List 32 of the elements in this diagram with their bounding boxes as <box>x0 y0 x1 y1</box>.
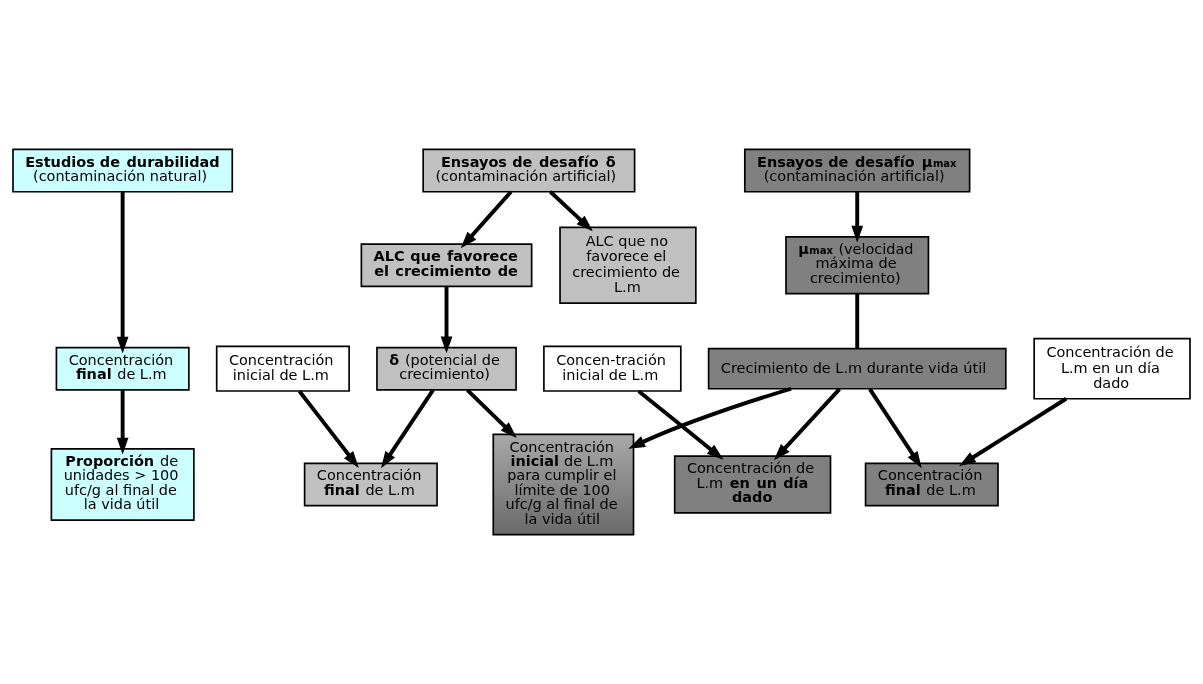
arrow <box>959 397 1068 467</box>
node-box: δ (potencial de crecimiento) <box>376 346 517 391</box>
arrow <box>440 286 453 354</box>
node-box: Crecimiento de L.m durante vida útil <box>707 347 1007 390</box>
node-box: Concen-tración inicial de L.m <box>543 345 682 392</box>
arrow <box>773 387 841 461</box>
node-box: Estudios de durabilidad (contaminación natural) <box>12 148 234 193</box>
node-box: μmax (velocidad máxima de crecimiento) <box>785 236 930 295</box>
arrow <box>116 191 129 354</box>
connector <box>855 294 860 349</box>
node-box: Concentración inicial de L.m para cumplir el límite de 100 ufc/g al final de la vida útil <box>492 433 635 536</box>
node-box: ALC que favorece el crecimiento de <box>360 243 533 288</box>
arrow <box>851 191 864 243</box>
arrow <box>297 390 359 468</box>
node-box: Ensayos de desafío μmax (contaminación artificial) <box>743 148 971 193</box>
node-box: Ensayos de desafío δ (contaminación artificial) <box>422 148 636 193</box>
arrow <box>868 388 922 469</box>
node-box: Concentración inicial de L.m <box>215 345 350 392</box>
node-box: Concentración final de L.m <box>864 462 999 507</box>
node-box: Concentración de L.m en un día dado <box>673 455 832 514</box>
arrow <box>466 388 517 439</box>
arrow <box>628 386 792 449</box>
arrow <box>460 190 513 249</box>
node-box: Concentración final de L.m <box>303 462 438 507</box>
arrow <box>549 190 593 232</box>
arrow <box>637 389 724 460</box>
node-box: Concentración final de L.m <box>55 346 190 391</box>
arrow <box>380 389 435 469</box>
arrow <box>116 390 129 455</box>
node-box: ALC que no favorece el crecimiento de L.m <box>559 226 697 304</box>
node-box: Proporción de unidades > 100 ufc/g al final de la vida útil <box>50 448 195 521</box>
node-box: Concentración de L.m en un día dado <box>1033 337 1191 400</box>
